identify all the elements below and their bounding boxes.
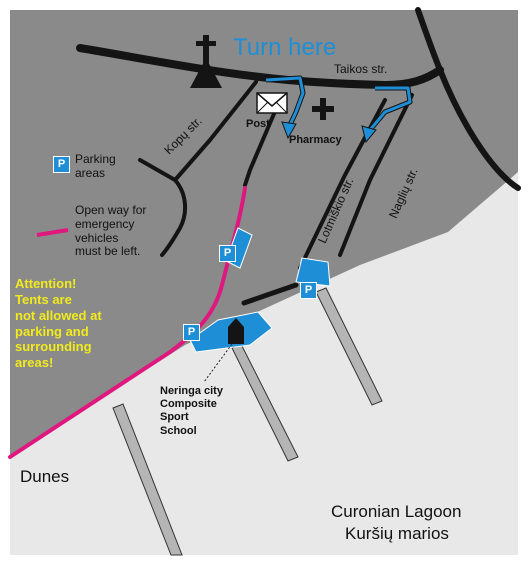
piers xyxy=(112,287,383,556)
kopu-street-branch xyxy=(160,178,187,257)
kopu-street-road xyxy=(138,80,258,182)
school-building-icon xyxy=(228,318,244,344)
turn-arrow-left xyxy=(265,76,305,128)
nagliu-street-road xyxy=(338,93,414,257)
legend-emergency-text: Open way for emergency vehicles must be … xyxy=(75,203,147,259)
turn-arrows xyxy=(265,75,413,144)
turn-here-label: Turn here xyxy=(233,34,337,61)
parking-badge: P xyxy=(183,324,200,341)
arrow-head-icon xyxy=(281,121,297,140)
arrow-head-icon xyxy=(361,125,377,144)
legend-parking-text: Parking areas xyxy=(75,152,116,180)
pier xyxy=(315,287,383,406)
turn-arrow-right xyxy=(368,86,412,131)
school-label: Neringa city Composite Sport School xyxy=(160,385,223,437)
church-cross-icon xyxy=(190,35,222,88)
lagoon-lithuanian-label: Kuršių marios xyxy=(345,524,449,543)
lagoon-english-label: Curonian Lagoon xyxy=(331,502,462,521)
right-road xyxy=(437,67,521,191)
school-road xyxy=(241,282,299,306)
taikos-street-label: Taikos str. xyxy=(334,62,388,76)
legend-emergency-line xyxy=(36,228,69,237)
parking-badge: P xyxy=(219,245,236,262)
pharmacy-cross-icon xyxy=(312,98,334,120)
parking-area xyxy=(295,257,331,287)
parking-badge: P xyxy=(300,282,317,299)
pharmacy-label: Pharmacy xyxy=(289,134,342,146)
dunes-label: Dunes xyxy=(20,467,70,486)
right-edge-patch xyxy=(505,185,518,238)
attention-warning: Attention! Tents are not allowed at park… xyxy=(15,276,102,371)
envelope-icon xyxy=(256,92,288,114)
post-road xyxy=(243,93,284,187)
north-road xyxy=(415,7,443,73)
post-label: Post xyxy=(246,118,270,130)
pier xyxy=(112,403,183,556)
legend-parking-icon: P xyxy=(53,156,70,173)
